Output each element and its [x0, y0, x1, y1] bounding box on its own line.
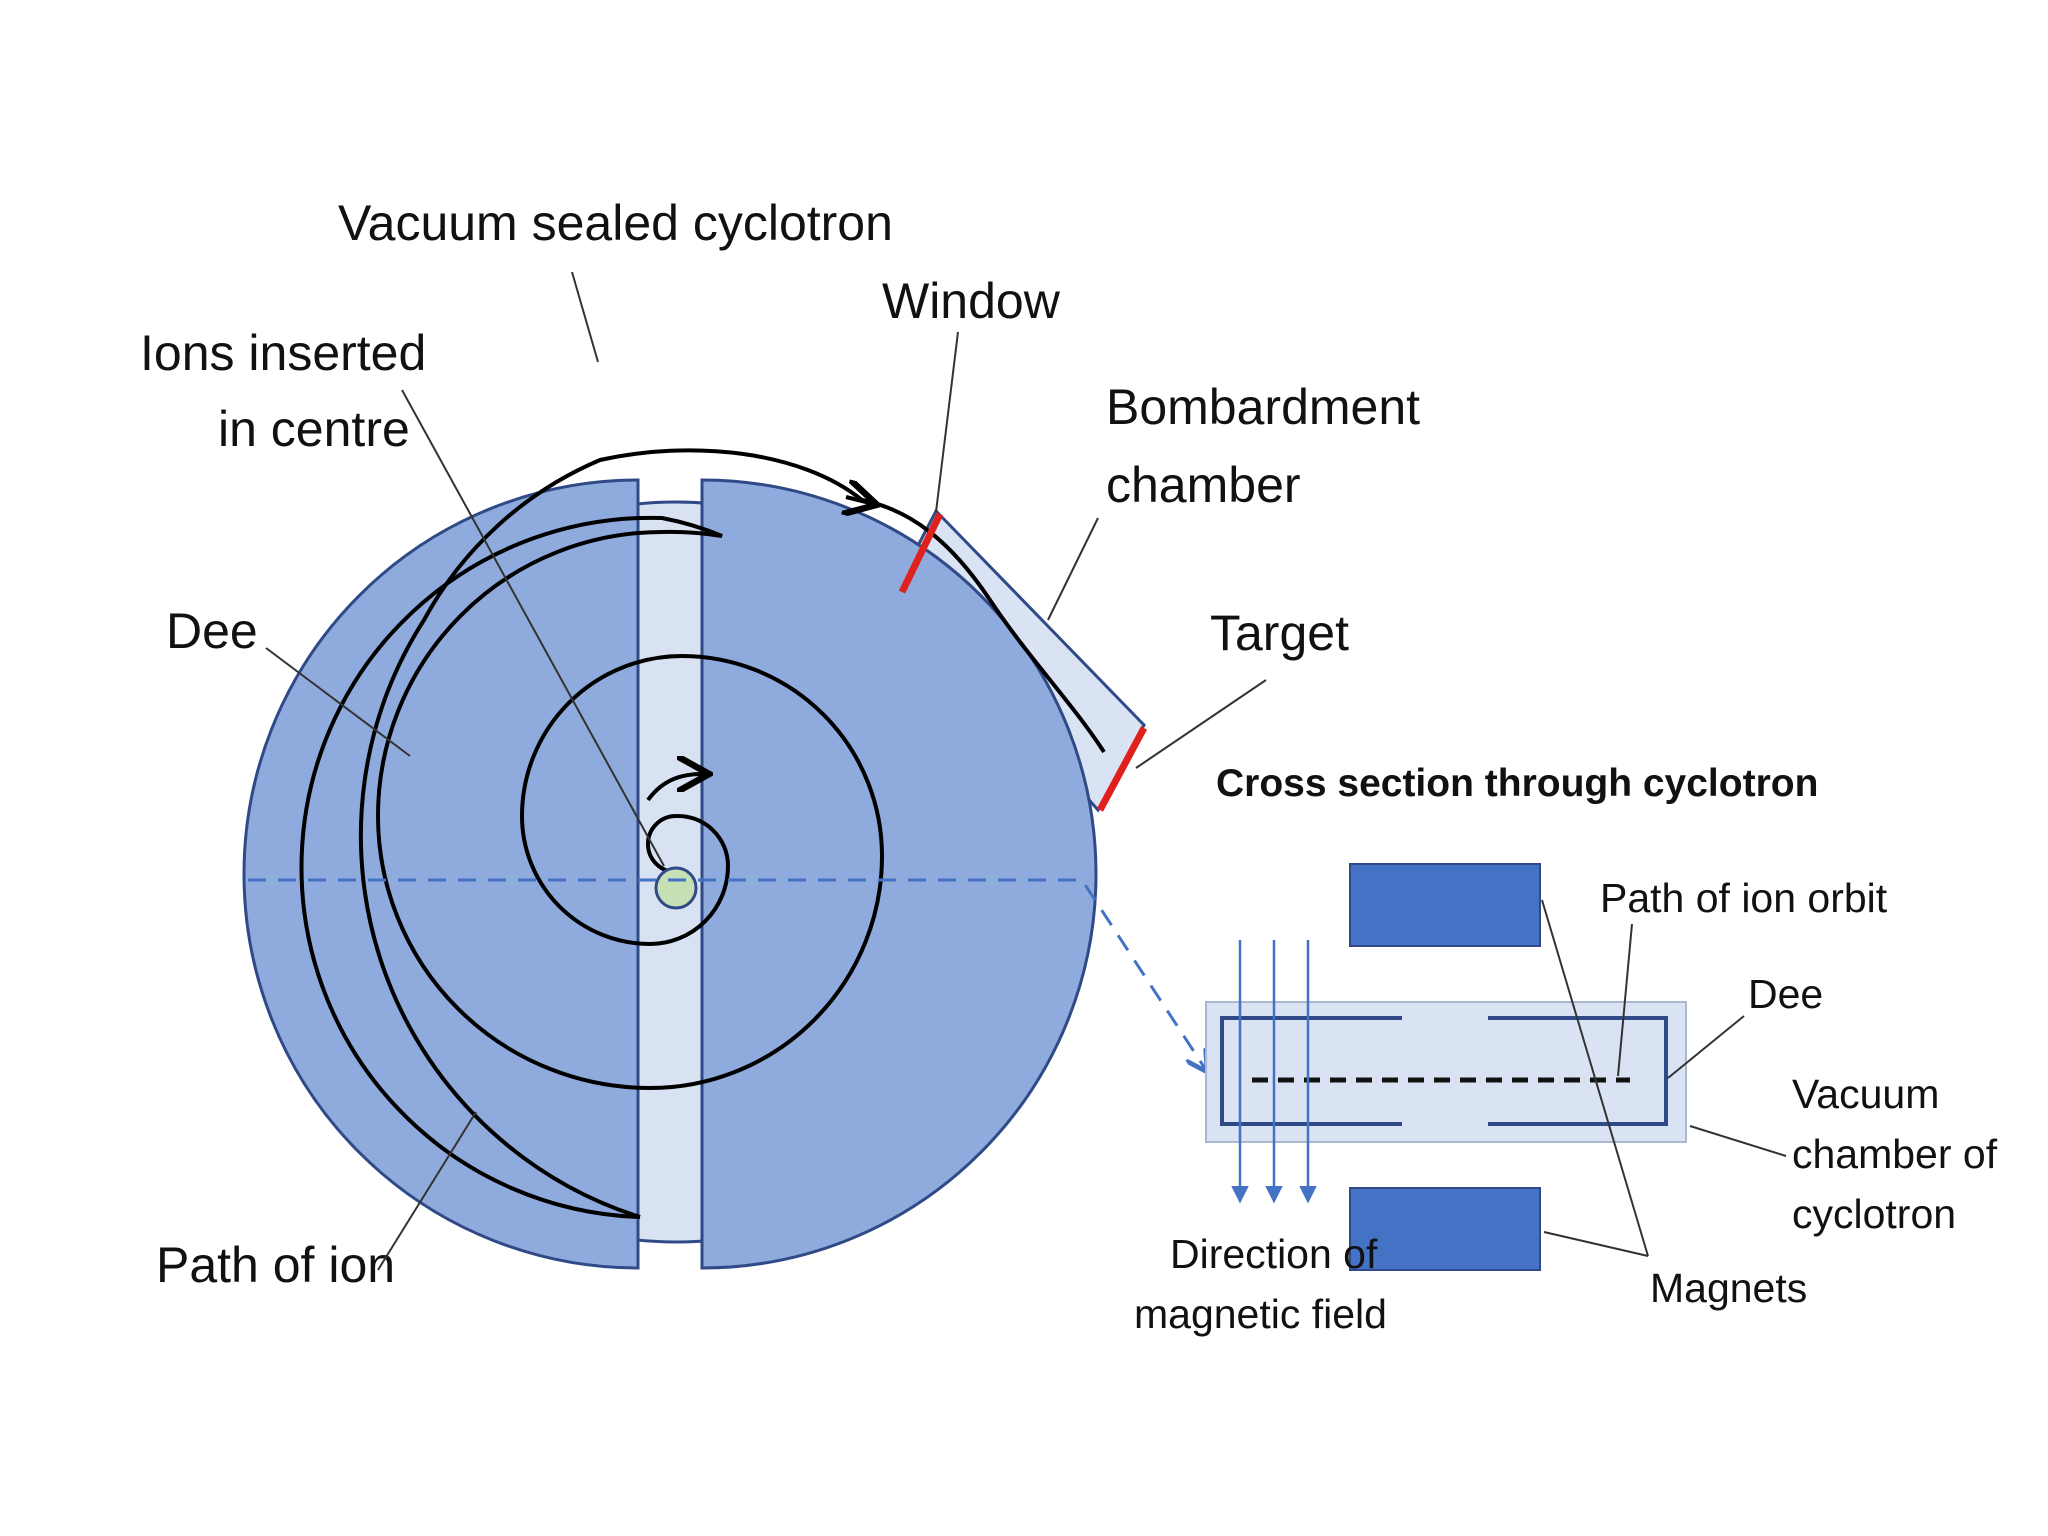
label-ions-inserted-line1: Ions inserted: [140, 325, 426, 381]
cross-section-view: Cross section through cyclotron Path of …: [1134, 762, 1998, 1337]
magnet-bottom: [1349, 1187, 1541, 1271]
ion-source: [654, 866, 698, 910]
cross-section-cut-line: [248, 878, 1206, 1070]
label-vacuum-sealed: Vacuum sealed cyclotron: [338, 195, 893, 251]
label-vacuum-chamber-line3: cyclotron: [1792, 1191, 1956, 1237]
ion-path-spiral: [299, 515, 885, 1219]
label-path-of-ion-orbit: Path of ion orbit: [1600, 875, 1888, 921]
label-cross-section-title: Cross section through cyclotron: [1216, 762, 1818, 805]
ion-extraction-path: [861, 498, 1106, 754]
label-bombardment-line1: Bombardment: [1106, 379, 1420, 435]
label-magnets: Magnets: [1650, 1265, 1807, 1311]
label-ions-inserted-line2: in centre: [218, 401, 410, 457]
ion-direction-arrow-inner: [646, 774, 702, 802]
label-direction-line2: magnetic field: [1134, 1291, 1387, 1337]
vacuum-chamber-cross-section: [1205, 1001, 1687, 1143]
dee-left-cross-section: [1220, 1016, 1402, 1126]
magnet-top: [1349, 863, 1541, 947]
dee-right: [700, 478, 1098, 1270]
ion-path-outer-spiral: [358, 448, 864, 1219]
label-dee-cross-section: Dee: [1748, 971, 1823, 1017]
label-vacuum-chamber-line1: Vacuum: [1792, 1071, 1939, 1117]
cyclotron-top-view: [242, 448, 1206, 1270]
dee-left: [242, 478, 640, 1270]
ion-direction-arrow-outer: [846, 497, 870, 503]
top-view-labels: Vacuum sealed cyclotron Ions inserted in…: [140, 195, 1420, 1293]
window-mark: [898, 512, 944, 594]
label-dee: Dee: [166, 603, 258, 659]
label-target: Target: [1210, 605, 1349, 661]
label-direction-line1: Direction of: [1170, 1231, 1378, 1277]
label-vacuum-chamber-line2: chamber of: [1792, 1131, 1998, 1177]
label-path-of-ion: Path of ion: [156, 1237, 395, 1293]
target-mark: [1096, 726, 1148, 812]
label-bombardment-line2: chamber: [1106, 457, 1301, 513]
label-window: Window: [882, 273, 1061, 329]
